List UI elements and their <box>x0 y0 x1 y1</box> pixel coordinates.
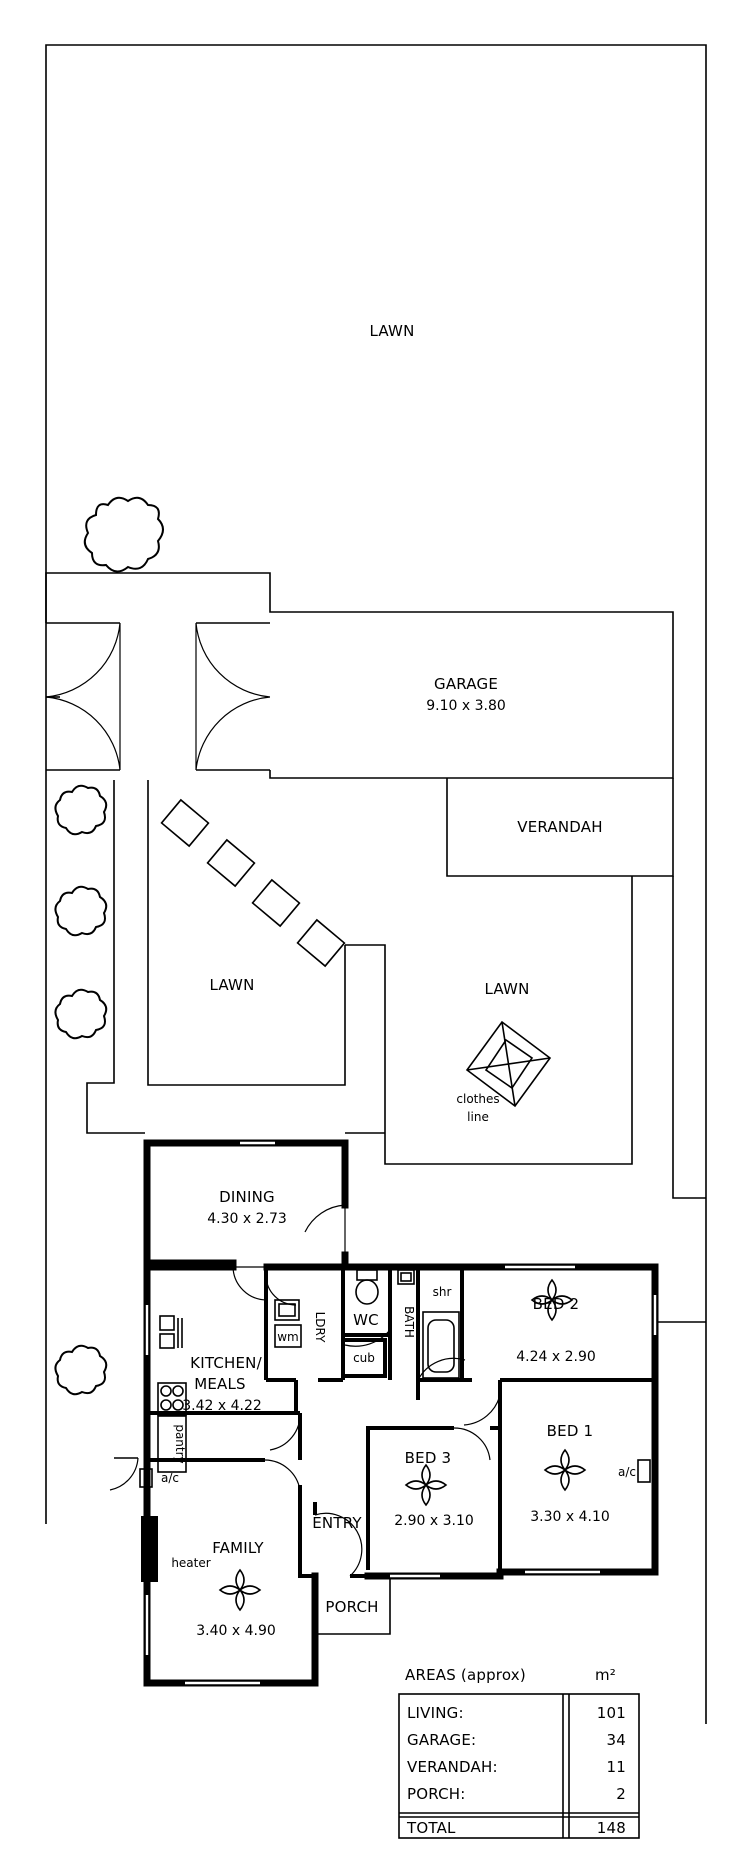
verandah <box>446 778 706 1199</box>
family-dimensions: 3.40 x 4.90 <box>196 1623 276 1639</box>
kitchen-label-1: KITCHEN/ <box>190 1354 262 1372</box>
clothes-line-icon <box>465 1020 552 1108</box>
laundry-label: LDRY <box>313 1312 327 1343</box>
family-label: FAMILY <box>212 1539 264 1557</box>
tree-icon <box>54 784 108 836</box>
porch-label: PORCH <box>325 1598 378 1616</box>
tree-icon <box>54 988 108 1040</box>
porch <box>314 1576 391 1635</box>
cupboard-label: cub <box>353 1351 375 1365</box>
entry-label: ENTRY <box>312 1514 362 1532</box>
area-row-label: GARAGE: <box>407 1731 476 1749</box>
bed2-dimensions: 4.24 x 2.90 <box>516 1349 596 1365</box>
garage-label: GARAGE <box>434 675 498 693</box>
areas-unit: m² <box>595 1666 616 1684</box>
back-lawn-label: LAWN <box>485 980 530 998</box>
tree-icon <box>54 1344 108 1396</box>
area-row-value: 101 <box>597 1704 626 1722</box>
washing-machine-label: wm <box>277 1330 299 1344</box>
family-ac-label: a/c <box>161 1471 179 1485</box>
ceiling-fan-icon <box>543 1448 587 1492</box>
ceiling-fan-icon <box>218 1568 262 1612</box>
heater-label: heater <box>171 1556 210 1570</box>
bed3-dimensions: 2.90 x 3.10 <box>394 1513 474 1529</box>
wc-label: WC <box>353 1311 379 1329</box>
bed1-ac-label: a/c <box>618 1465 636 1479</box>
areas-title: AREAS (approx) <box>405 1666 526 1684</box>
kitchen-label-2: MEALS <box>194 1375 246 1393</box>
bed2-label: BED 2 <box>533 1295 580 1313</box>
ceiling-fan-icon <box>404 1463 448 1507</box>
area-row-value: 11 <box>607 1758 627 1776</box>
verandah-label: VERANDAH <box>517 818 602 836</box>
area-total-label: TOTAL <box>406 1819 456 1837</box>
garage-dimensions: 9.10 x 3.80 <box>426 698 506 714</box>
area-row-label: PORCH: <box>407 1785 466 1803</box>
windows <box>144 1140 658 1686</box>
site-boundary <box>45 44 707 1724</box>
stepping-stones <box>160 798 346 968</box>
garage <box>45 572 674 779</box>
paths <box>86 780 633 1459</box>
fixtures <box>139 1269 651 1582</box>
tree-icon <box>54 885 108 937</box>
clothes-line-label-1: clothes <box>456 1092 499 1106</box>
shower-label: shr <box>433 1285 452 1299</box>
side-lawn-label: LAWN <box>210 976 255 994</box>
dining-label: DINING <box>219 1188 275 1206</box>
ceiling-fan-icon <box>530 1278 574 1322</box>
tree-icon <box>83 496 164 573</box>
area-row-label: VERANDAH: <box>407 1758 498 1776</box>
rear-lawn-label: LAWN <box>370 322 415 340</box>
bath-label: BATH <box>402 1306 416 1338</box>
clothes-line-label-2: line <box>467 1110 489 1124</box>
area-row-value: 2 <box>616 1785 626 1803</box>
bed3-label: BED 3 <box>405 1449 452 1467</box>
area-row-value: 34 <box>607 1731 627 1749</box>
kitchen-dimensions: 3.42 x 4.22 <box>182 1398 262 1414</box>
pantry-label: pantry <box>173 1424 187 1463</box>
areas-table: AREAS (approx) m² LIVING: 101 GARAGE: 34… <box>398 1666 640 1839</box>
area-row-label: LIVING: <box>407 1704 464 1722</box>
bed1-dimensions: 3.30 x 4.10 <box>530 1509 610 1525</box>
bed1-label: BED 1 <box>547 1422 594 1440</box>
dining-dimensions: 4.30 x 2.73 <box>207 1211 287 1227</box>
area-total-value: 148 <box>597 1819 626 1837</box>
